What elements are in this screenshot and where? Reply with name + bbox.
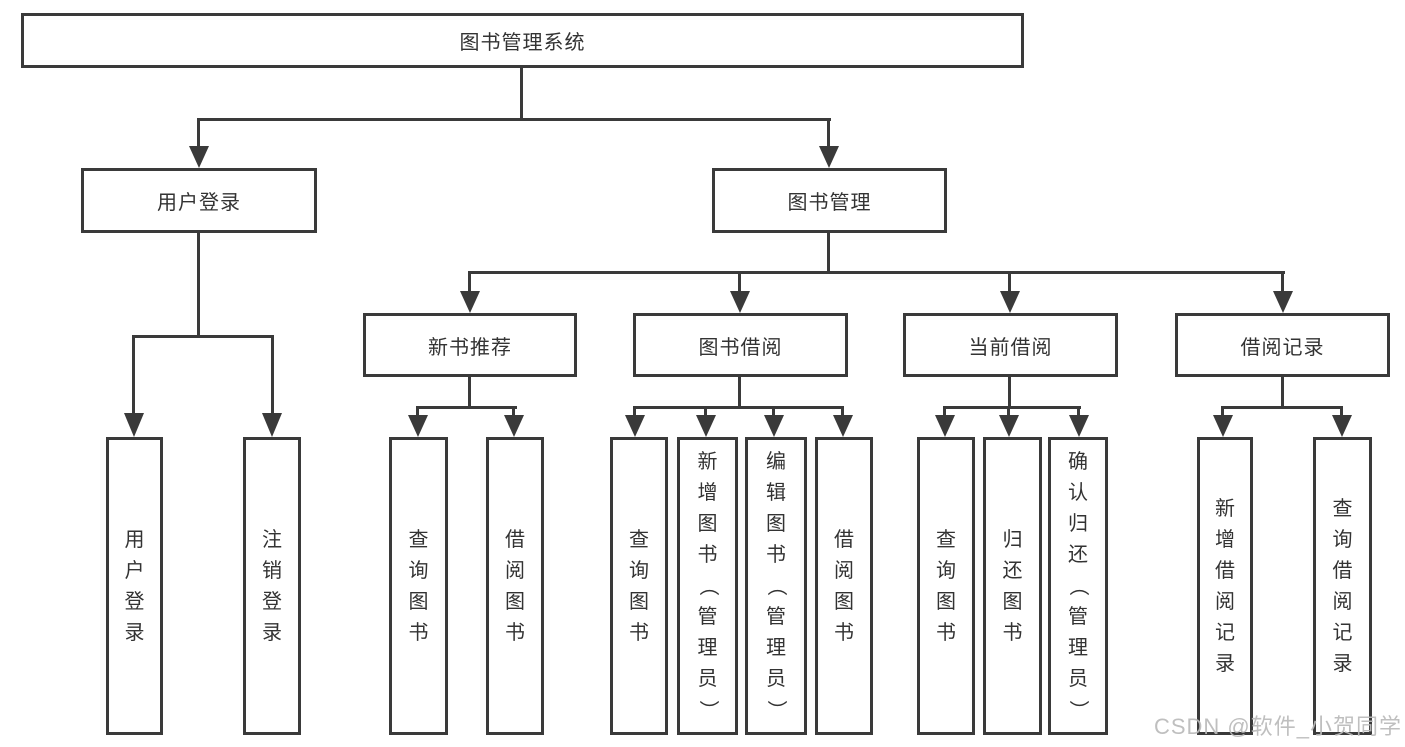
leaf-record-query: 查询借阅记录 [1313, 437, 1372, 735]
arrow-down-icon [730, 291, 750, 313]
node-root: 图书管理系统 [21, 13, 1024, 68]
arrow-down-icon [124, 413, 144, 437]
arrow-down-icon [764, 415, 784, 437]
arrow-down-icon [819, 146, 839, 168]
leaf-borrow-edit-admin-label: 编辑图书（管理员） [765, 451, 787, 720]
connector-line [468, 271, 471, 295]
leaf-borrow-edit-admin: 编辑图书（管理员） [745, 437, 807, 735]
connector-line [1221, 406, 1343, 409]
node-book-borrow: 图书借阅 [633, 313, 848, 377]
leaf-user-login: 用户登录 [106, 437, 163, 735]
connector-line [633, 406, 636, 418]
connector-line [1008, 377, 1011, 408]
leaf-borrow-book-label: 借阅图书 [834, 528, 854, 644]
node-borrow-record-label: 借阅记录 [1240, 336, 1325, 359]
connector-line [468, 377, 471, 408]
connector-line [1008, 271, 1011, 295]
arrow-down-icon [1213, 415, 1233, 437]
connector-line [197, 118, 831, 121]
leaf-record-add-label: 新增借阅记录 [1215, 497, 1235, 675]
connector-line [1221, 406, 1224, 418]
leaf-borrow-query: 查询图书 [610, 437, 668, 735]
arrow-down-icon [460, 291, 480, 313]
connector-line [827, 118, 830, 148]
arrow-down-icon [935, 415, 955, 437]
leaf-logout-label: 注销登录 [262, 528, 282, 644]
connector-line [943, 406, 946, 418]
leaf-return-book: 归还图书 [983, 437, 1042, 735]
leaf-confirm-return-admin: 确认归还（管理员） [1048, 437, 1108, 735]
node-root-label: 图书管理系统 [459, 32, 586, 54]
leaf-borrow-query-label: 查询图书 [629, 528, 649, 644]
arrow-down-icon [189, 146, 209, 168]
connector-line [416, 406, 517, 409]
connector-line [512, 406, 515, 418]
leaf-newbook-query: 查询图书 [389, 437, 448, 735]
leaf-return-book-label: 归还图书 [1002, 528, 1023, 644]
connector-line [271, 335, 274, 415]
watermark-text: CSDN @软件_小贺同学 [1153, 714, 1402, 739]
node-current-borrow: 当前借阅 [903, 313, 1118, 377]
leaf-newbook-borrow: 借阅图书 [486, 437, 544, 735]
connector-line [738, 271, 741, 295]
leaf-record-add: 新增借阅记录 [1197, 437, 1253, 735]
arrow-down-icon [408, 415, 428, 437]
connector-line [772, 406, 775, 418]
connector-line [1340, 406, 1343, 418]
leaf-confirm-return-admin-label: 确认归还（管理员） [1067, 451, 1089, 720]
connector-line [1281, 377, 1284, 408]
connector-line [1281, 271, 1284, 295]
leaf-user-login-label: 用户登录 [124, 528, 145, 644]
connector-line [468, 271, 1285, 274]
connector-line [1007, 406, 1010, 418]
node-book-borrow-label: 图书借阅 [698, 336, 783, 359]
leaf-newbook-query-label: 查询图书 [408, 528, 429, 644]
leaf-newbook-borrow-label: 借阅图书 [505, 528, 525, 644]
leaf-borrow-book: 借阅图书 [815, 437, 873, 735]
connector-line [1077, 406, 1080, 418]
connector-line [197, 233, 200, 337]
connector-line [633, 406, 844, 409]
arrow-down-icon [833, 415, 853, 437]
arrow-down-icon [262, 413, 282, 437]
arrow-down-icon [1069, 415, 1089, 437]
leaf-current-query: 查询图书 [917, 437, 975, 735]
node-new-book-recommend: 新书推荐 [363, 313, 577, 377]
node-current-borrow-label: 当前借阅 [968, 336, 1053, 359]
node-book-management-label: 图书管理 [787, 192, 872, 214]
arrow-down-icon [1332, 415, 1352, 437]
connector-line [841, 406, 844, 418]
connector-line [416, 406, 419, 418]
arrow-down-icon [1000, 291, 1020, 313]
arrow-down-icon [999, 415, 1019, 437]
connector-line [827, 233, 830, 273]
connector-line [132, 335, 274, 338]
node-book-management: 图书管理 [712, 168, 947, 233]
connector-line [704, 406, 707, 418]
leaf-logout: 注销登录 [243, 437, 301, 735]
arrow-down-icon [625, 415, 645, 437]
leaf-record-query-label: 查询借阅记录 [1332, 497, 1353, 675]
arrow-down-icon [1273, 291, 1293, 313]
node-user-login-label: 用户登录 [157, 192, 241, 214]
connector-line [197, 118, 200, 148]
arrow-down-icon [696, 415, 716, 437]
arrow-down-icon [504, 415, 524, 437]
node-user-login: 用户登录 [81, 168, 317, 233]
connector-line [520, 68, 523, 120]
node-new-book-recommend-label: 新书推荐 [428, 336, 512, 359]
leaf-borrow-add-admin-label: 新增图书（管理员） [696, 451, 719, 720]
node-borrow-record: 借阅记录 [1175, 313, 1390, 377]
connector-line [943, 406, 1081, 409]
connector-line [132, 335, 135, 415]
connector-line [738, 377, 741, 408]
leaf-borrow-add-admin: 新增图书（管理员） [677, 437, 738, 735]
leaf-current-query-label: 查询图书 [936, 528, 956, 644]
